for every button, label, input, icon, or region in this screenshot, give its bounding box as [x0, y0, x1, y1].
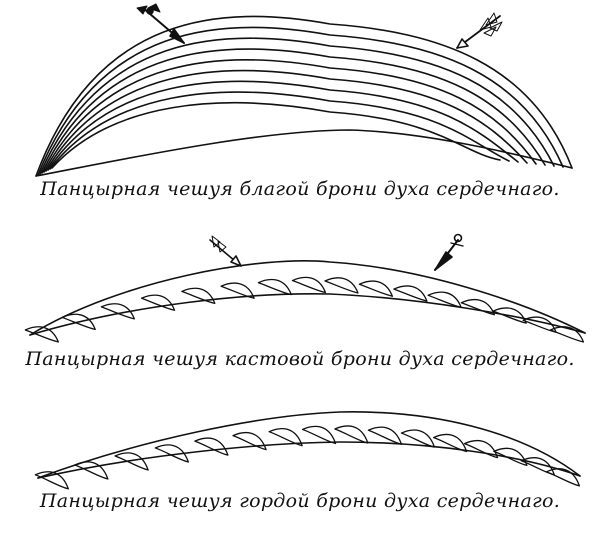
arrow-icon: [209, 235, 242, 267]
scale-flap: [34, 471, 69, 490]
scale-flap: [400, 429, 436, 448]
scale-flap: [358, 280, 394, 297]
outer-arc: [29, 260, 586, 336]
scale-flap: [100, 303, 135, 320]
armor-layer-arc: [37, 26, 564, 176]
scale-flap: [334, 425, 369, 444]
scale-flap: [154, 444, 190, 463]
armor-layer-arc: [35, 15, 573, 177]
caption-caste-armor: Панцырная чешуя кастовой брони духа серд…: [25, 348, 575, 370]
scale-flap: [291, 276, 327, 294]
armor-layer-arc: [41, 48, 546, 174]
scale-flap: [460, 298, 496, 316]
scale-flap: [181, 287, 216, 305]
scale-flap: [220, 282, 255, 299]
figure-caste-armor: [24, 233, 586, 343]
scale-flap: [140, 294, 176, 311]
layered-arcs: [35, 15, 573, 177]
inner-arc: [29, 293, 586, 336]
armor-inner-edge: [35, 129, 573, 177]
scale-flap: [463, 439, 499, 459]
figure-benevolent-armor: [35, 3, 573, 177]
scale-flap: [427, 291, 462, 308]
scale-flap: [545, 468, 581, 487]
caption-proud-armor: Панцырная чешуя гордой брони духа сердеч…: [39, 490, 561, 512]
armor-layer-arc: [43, 58, 537, 173]
scale-flap: [114, 452, 149, 471]
scale-flap: [74, 461, 109, 480]
armor-layer-arc: [47, 80, 519, 171]
figure-proud-armor: [34, 411, 581, 490]
armor-layer-arc: [49, 91, 510, 170]
scale-flap: [393, 285, 428, 302]
scale-flap: [432, 433, 468, 453]
scale-flap: [301, 425, 337, 445]
scale-flaps: [34, 425, 581, 490]
scale-flap: [367, 426, 403, 445]
outer-arc: [37, 411, 581, 479]
armor-layer-arc: [45, 69, 528, 172]
scale-flap: [257, 278, 292, 296]
scale-flap: [492, 307, 527, 324]
scale-flap: [24, 326, 59, 343]
scale-flap: [268, 427, 303, 447]
scale-flaps: [24, 276, 585, 343]
armor-layer-arc: [39, 37, 555, 175]
scale-flap: [549, 326, 585, 343]
scale-flap: [61, 313, 96, 331]
scale-flap: [324, 277, 359, 294]
arrow-icon: [434, 233, 464, 271]
inner-arc: [37, 441, 581, 479]
armor-layer-arc: [51, 102, 501, 169]
caption-benevolent-armor: Панцырная чешуя благой брони духа сердеч…: [40, 178, 560, 200]
scale-flap: [194, 437, 229, 456]
scale-flap: [232, 431, 267, 451]
scale-flap: [493, 447, 528, 467]
arrow-icon: [136, 3, 185, 44]
arrow-icon: [456, 12, 503, 49]
